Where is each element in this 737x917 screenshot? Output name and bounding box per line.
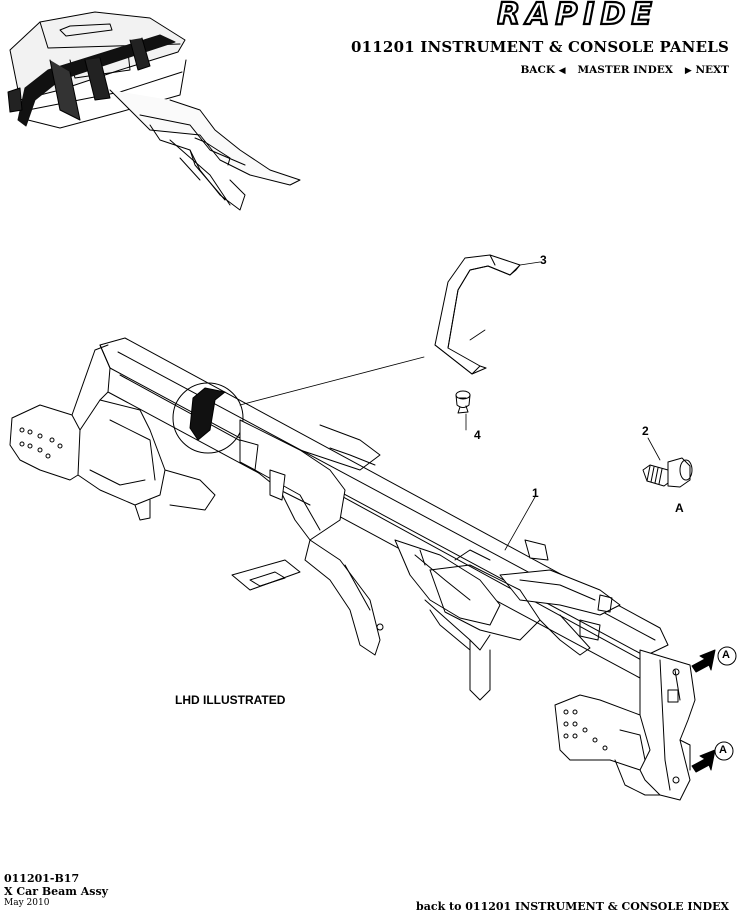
- arrow-a-upper-icon: [691, 646, 737, 673]
- arrow-label-lower: A: [719, 744, 727, 756]
- master-index-link[interactable]: MASTER INDEX: [577, 64, 673, 76]
- callout-2: 2: [642, 424, 649, 438]
- back-link[interactable]: BACK ◀: [520, 64, 565, 76]
- back-to-index-link[interactable]: back to 011201 INSTRUMENT & CONSOLE INDE…: [416, 900, 729, 913]
- lhd-illustrated-note: LHD ILLUSTRATED: [175, 693, 286, 707]
- bracket-part-3: [434, 254, 521, 375]
- brand-text: RAPIDE: [497, 0, 658, 30]
- next-label: NEXT: [695, 64, 729, 76]
- section-title: 011201 INSTRUMENT & CONSOLE PANELS: [351, 38, 729, 56]
- screw-part-4: [455, 390, 471, 414]
- next-arrow-icon: ▶: [684, 66, 692, 76]
- callout-3: 3: [540, 253, 547, 267]
- arrow-a-lower-icon: [691, 741, 734, 773]
- arrow-label-upper: A: [722, 649, 730, 661]
- callout-4: 4: [474, 428, 481, 442]
- next-link[interactable]: ▶ NEXT: [685, 64, 729, 76]
- part-code: 011201-B17: [4, 872, 80, 885]
- detail-a-label: A: [675, 501, 684, 515]
- bolt-part-2: [642, 457, 693, 488]
- back-arrow-icon: ◀: [558, 66, 566, 76]
- part-name: X Car Beam Assy: [4, 885, 109, 898]
- cross-car-beam: [9, 337, 696, 801]
- dashboard-thumbnail: [7, 11, 301, 211]
- brand-logo: RAPIDE: [496, 0, 727, 34]
- issue-date: May 2010: [4, 898, 50, 908]
- callout-1: 1: [532, 486, 539, 500]
- footer-info: 011201-B17 X Car Beam Assy May 2010: [4, 872, 108, 908]
- back-label: BACK: [520, 64, 555, 76]
- nav-bar: BACK ◀ MASTER INDEX ▶ NEXT: [520, 64, 729, 76]
- rapide-wordmark: RAPIDE: [496, 0, 658, 33]
- leader-lines: [239, 261, 661, 551]
